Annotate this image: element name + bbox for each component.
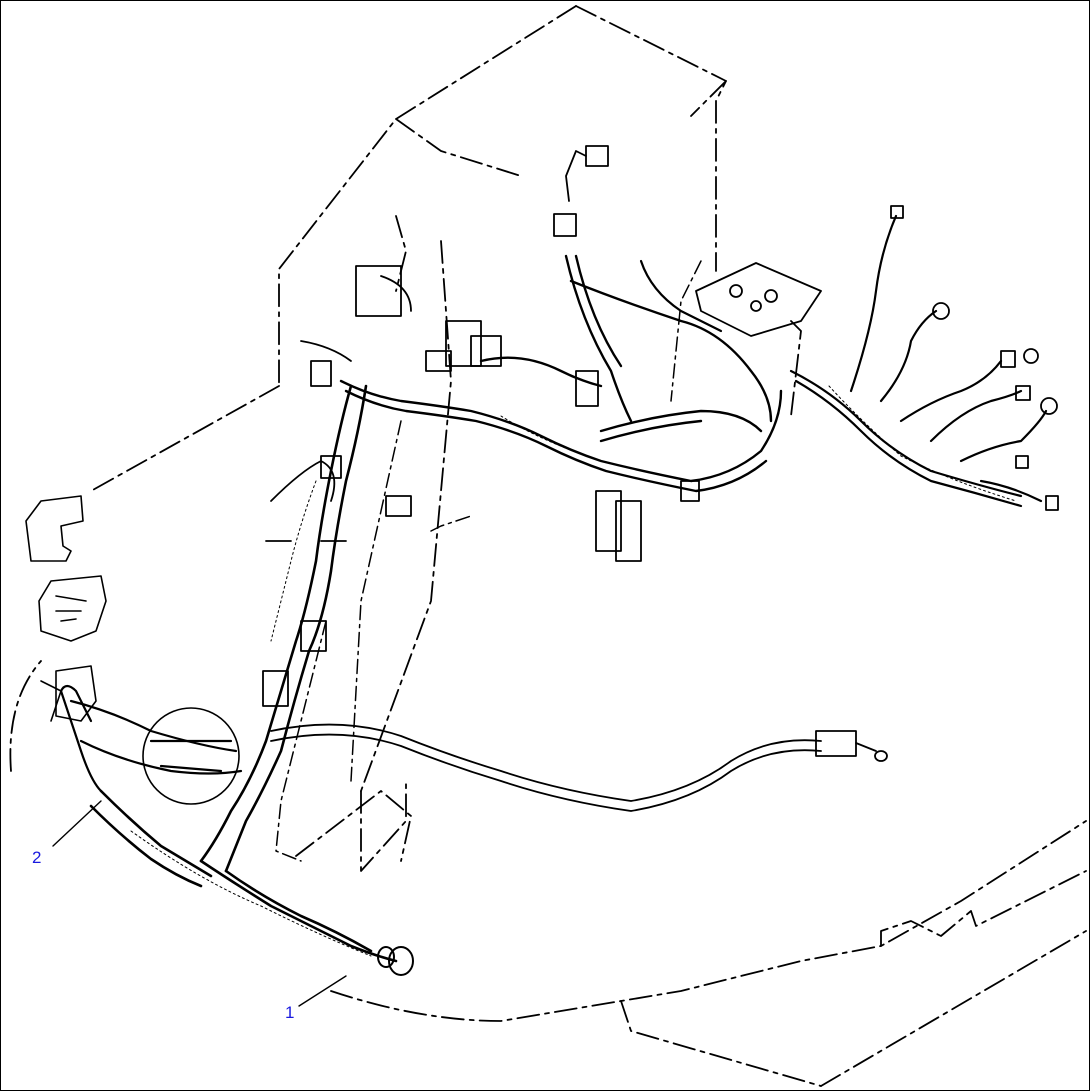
main-harness-1 [89, 384, 398, 963]
machine-body-outline [9, 5, 1087, 1087]
upper-harness [339, 254, 783, 493]
harness-tape-texture [130, 385, 1017, 957]
battery-cable [270, 723, 888, 812]
round-connector [377, 946, 414, 976]
leader-lines [52, 800, 347, 1007]
column-outline [275, 260, 702, 862]
right-harness [639, 214, 1048, 508]
callout-1[interactable]: 1 [285, 1003, 295, 1022]
harness-2 [59, 684, 243, 805]
callout-2[interactable]: 2 [32, 848, 42, 867]
leader-line-2 [52, 800, 102, 847]
leader-line-1 [298, 975, 347, 1007]
connectors [262, 145, 1059, 707]
